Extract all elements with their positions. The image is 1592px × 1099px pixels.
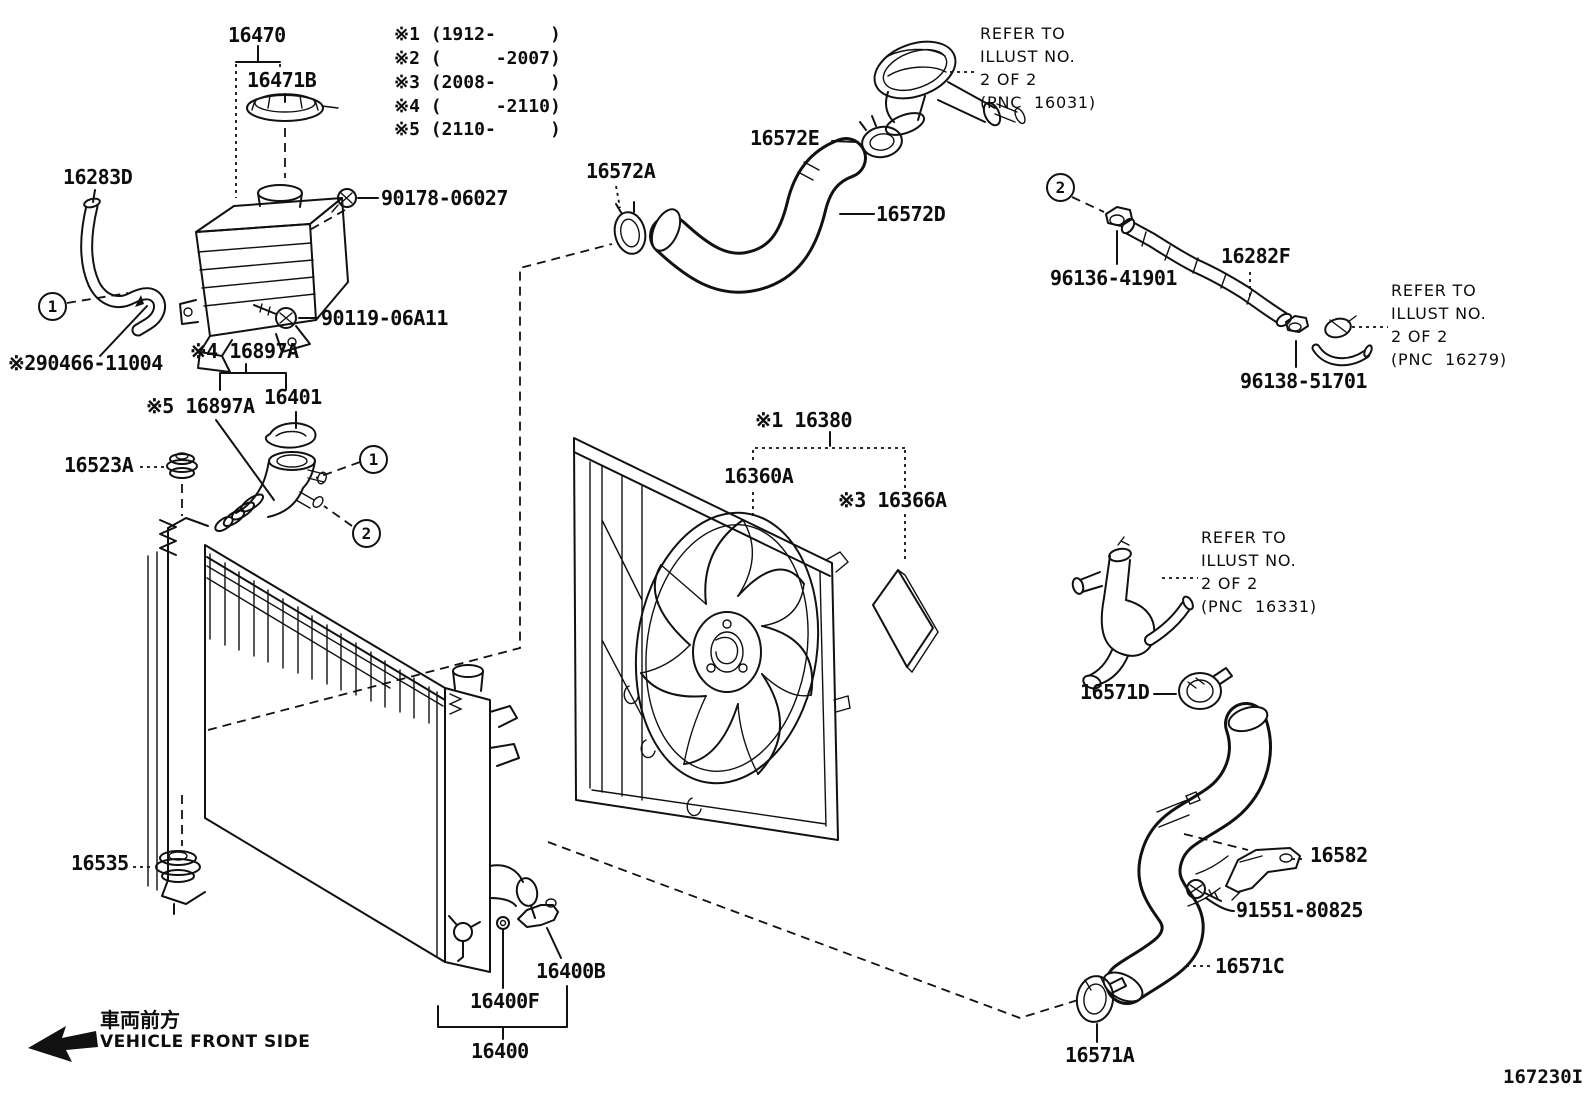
hose-16283D-art	[80, 197, 167, 337]
refer-note-pnc16031: REFER TO ILLUST NO. 2 OF 2 (PNC 16031)	[980, 24, 1096, 116]
part-label-16401[interactable]: 16401	[264, 385, 322, 409]
bolt-91551-art	[1186, 879, 1222, 902]
bolt-90178-art	[331, 188, 357, 213]
clamp-16572E-art	[859, 115, 903, 159]
refer-note-line: 2 OF 2	[1201, 574, 1259, 593]
front-direction-en: VEHICLE FRONT SIDE	[100, 1032, 311, 1052]
callout-2-filler[interactable]: 2	[352, 519, 381, 548]
upper-hose-16572D-art	[649, 137, 867, 294]
sheet-number: 167230I	[1503, 1066, 1584, 1088]
part-label-16283D[interactable]: 16283D	[63, 165, 133, 189]
callout-1-filler[interactable]: 1	[359, 445, 388, 474]
part-label-90466-11004[interactable]: ※290466-11004	[8, 351, 163, 375]
refer-note-line: (PNC 16279)	[1391, 350, 1507, 369]
part-label-91551-80825[interactable]: 91551-80825	[1236, 898, 1363, 922]
part-label-96138-51701[interactable]: 96138-51701	[1240, 369, 1367, 393]
projection-lines	[66, 128, 1249, 1019]
part-label-16282F[interactable]: 16282F	[1221, 244, 1291, 268]
refer-note-line: (PNC 16031)	[980, 93, 1096, 112]
grommet-16535-art	[155, 850, 201, 883]
callout-1-hose[interactable]: 1	[38, 292, 67, 321]
part-label-16571C[interactable]: 16571C	[1215, 954, 1285, 978]
water-outlet-thermostat-art	[873, 40, 1026, 136]
dotted-leaders	[133, 64, 1388, 967]
clip-pnc16279-art	[1311, 315, 1373, 367]
refer-note-pnc16279: REFER TO ILLUST NO. 2 OF 2 (PNC 16279)	[1391, 281, 1507, 373]
part-label-16571A[interactable]: 16571A	[1065, 1043, 1135, 1067]
part-label-16400F[interactable]: 16400F	[470, 989, 540, 1013]
part-label-16366A-x3[interactable]: ※3 16366A	[838, 488, 947, 512]
part-label-16400B[interactable]: 16400B	[536, 959, 606, 983]
filler-neck-art	[214, 422, 327, 533]
part-label-16571D[interactable]: 16571D	[1080, 680, 1150, 704]
part-label-16572D[interactable]: 16572D	[876, 202, 946, 226]
radiator-art	[147, 517, 559, 973]
refer-note-line: REFER TO	[1201, 528, 1287, 547]
part-label-16897A-x5[interactable]: ※5 16897A	[146, 394, 255, 418]
refer-note-line: REFER TO	[1391, 281, 1477, 300]
leader-lines	[92, 45, 1297, 1043]
part-label-16471B[interactable]: 16471B	[247, 68, 317, 92]
part-label-16897A-x4[interactable]: ※4 16897A	[190, 339, 299, 363]
legend-note-1: ※1 (1912- )	[394, 24, 561, 45]
refer-note-line: REFER TO	[980, 24, 1066, 43]
part-label-16360A[interactable]: 16360A	[724, 464, 794, 488]
refer-note-line: ILLUST NO.	[1201, 551, 1297, 570]
front-direction-arrow	[28, 1026, 98, 1062]
front-direction-jp: 車両前方	[100, 1008, 180, 1032]
part-label-16535[interactable]: 16535	[71, 851, 129, 875]
callout-2-pipe[interactable]: 2	[1046, 173, 1075, 202]
legend-note-3: ※3 (2008- )	[394, 72, 561, 93]
clamp-16571D-art	[1178, 667, 1233, 710]
fan-shroud-art	[573, 437, 851, 841]
nut-96138-art	[1285, 315, 1309, 333]
plate-16366A-art	[872, 569, 939, 674]
reserve-tank-art	[179, 93, 349, 373]
part-label-16572A[interactable]: 16572A	[586, 159, 656, 183]
bolt-90119-art	[253, 303, 297, 329]
part-label-16470[interactable]: 16470	[228, 23, 286, 47]
part-label-16400[interactable]: 16400	[471, 1039, 529, 1063]
legend-note-4: ※4 ( -2110)	[394, 96, 561, 117]
nut-96136-art	[1105, 206, 1133, 227]
refer-note-line: (PNC 16331)	[1201, 597, 1317, 616]
grommet-16523A-art	[166, 452, 198, 479]
clamp-16571A-art	[1075, 975, 1127, 1023]
part-label-16582[interactable]: 16582	[1310, 843, 1368, 867]
clamp-16572A-art	[613, 201, 647, 255]
part-label-96136-41901[interactable]: 96136-41901	[1050, 266, 1177, 290]
legend-note-2: ※2 ( -2007)	[394, 48, 561, 69]
part-label-16523A[interactable]: 16523A	[64, 453, 134, 477]
bracket-16582-art	[1225, 847, 1301, 901]
refer-note-line: 2 OF 2	[980, 70, 1038, 89]
refer-note-pnc16331: REFER TO ILLUST NO. 2 OF 2 (PNC 16331)	[1201, 528, 1317, 620]
refer-note-line: ILLUST NO.	[980, 47, 1076, 66]
part-label-16572E[interactable]: 16572E	[750, 126, 820, 150]
part-label-90178-06027[interactable]: 90178-06027	[381, 186, 508, 210]
part-label-90119-06A11[interactable]: 90119-06A11	[321, 306, 448, 330]
water-inlet-art	[1071, 536, 1194, 690]
legend-note-5: ※5 (2110- )	[394, 119, 561, 140]
part-label-16380-x1[interactable]: ※1 16380	[755, 408, 853, 432]
refer-note-line: 2 OF 2	[1391, 327, 1449, 346]
refer-note-line: ILLUST NO.	[1391, 304, 1487, 323]
